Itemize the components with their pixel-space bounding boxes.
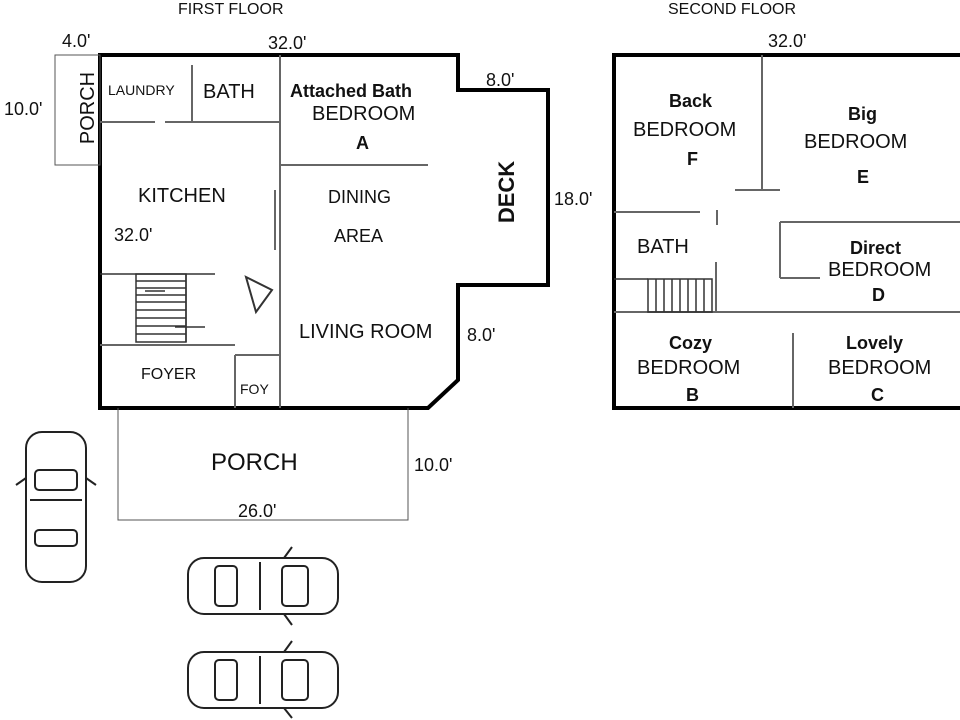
dim-kitchen-depth: 32.0' [114,225,153,245]
second-floor-outer-wall [612,53,960,410]
label-bedroom-f: BEDROOM [633,119,737,141]
label-side-porch: PORCH [77,71,100,145]
dim-porch-side-depth: 10.0' [4,99,43,119]
label-bedroom-b-name: Cozy [669,333,713,353]
label-bedroom-e-name: Big [848,104,877,124]
label-bedroom-b-letter: B [686,385,699,405]
dim-deck-width: 8.0' [486,70,515,90]
first-floor-title: FIRST FLOOR [178,1,284,18]
label-foy: FOY [240,381,269,397]
side-porch [54,54,101,166]
label-second-bath: BATH [637,236,689,258]
fireplace [244,275,274,315]
parked-car-vertical [15,431,97,583]
label-living-room: LIVING ROOM [299,321,433,343]
parked-car-horizontal-1 [187,546,339,626]
label-bedroom-e-letter: E [857,167,870,187]
label-deck: DECK [494,160,520,224]
label-bedroom-d-name: Direct [850,238,902,258]
label-bedroom-d-letter: D [872,285,885,305]
parked-car-horizontal-2 [187,640,339,719]
dim-second-floor-width: 32.0' [768,31,807,51]
label-bedroom-a-letter: A [356,133,369,153]
label-bedroom-f-letter: F [687,149,698,169]
second-floor-title: SECOND FLOOR [668,1,797,18]
dim-deck-depth: 18.0' [554,189,593,209]
label-kitchen: KITCHEN [138,185,226,207]
dim-top-width: 32.0' [268,33,307,53]
dim-porch-side-width: 4.0' [62,31,91,51]
label-bedroom-c-name: Lovely [846,333,904,353]
label-bedroom-e: BEDROOM [804,131,908,153]
label-bath: BATH [203,81,255,103]
second-floor-stairs [614,278,713,313]
label-bedroom-c-letter: C [871,385,884,405]
label-bedroom-d: BEDROOM [828,259,932,281]
first-floor-outer-wall [98,53,550,410]
dim-porch-depth: 10.0' [414,455,453,475]
label-front-porch: PORCH [211,449,298,476]
dim-porch-width: 26.0' [238,501,277,521]
label-dining: DINING [328,187,391,207]
label-bedroom-f-name: Back [669,91,713,111]
second-floor-interior-walls [614,55,960,408]
label-foyer: FOYER [141,366,197,383]
label-dining-area: AREA [334,226,384,246]
label-bedroom-c: BEDROOM [828,357,932,379]
label-bedroom-b: BEDROOM [637,357,741,379]
label-laundry: LAUNDRY [108,82,175,98]
label-bedroom-a: BEDROOM [312,103,416,125]
first-floor-interior-walls [100,55,428,408]
label-bedroom-a-name: Attached Bath [290,81,413,101]
dim-lower-step: 8.0' [467,325,496,345]
front-porch [117,408,409,521]
first-floor-stairs [100,273,215,343]
